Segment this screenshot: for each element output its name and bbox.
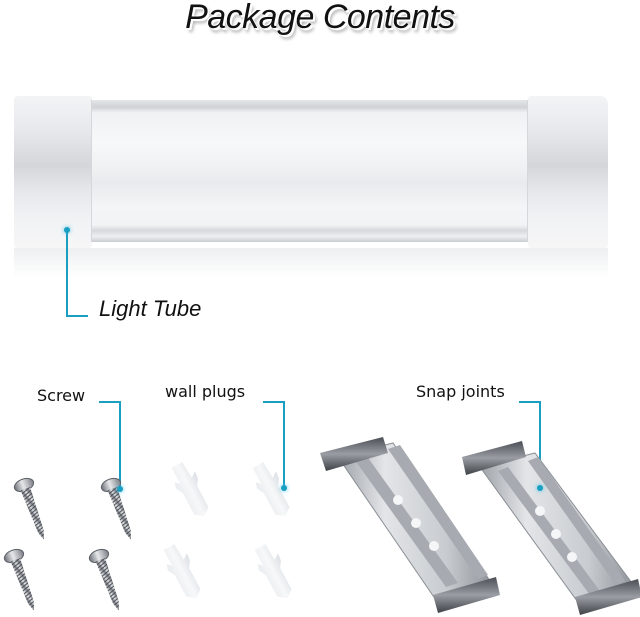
light-tube-label: Light Tube: [99, 296, 202, 321]
snap-joint-icon-group: [320, 437, 640, 615]
page-title: Package Contents: [185, 0, 455, 36]
wall-plug-icon: [252, 462, 290, 517]
wall-plugs-callout-line: [283, 401, 285, 487]
screw-icon: [100, 477, 131, 540]
screw-icon: [88, 548, 119, 610]
light-tube-left-cap: [14, 96, 92, 248]
wall-plug-icon: [171, 462, 209, 517]
snap-joints-callout-line: [539, 401, 541, 487]
snap-joints-label: Snap joints: [416, 382, 505, 401]
screw-callout-line-h: [99, 401, 121, 403]
snap-joints-callout-dot: [537, 485, 543, 491]
snap-joint-icon: [320, 437, 500, 613]
snap-joints-callout-line-h: [519, 401, 541, 403]
screw-callout-dot: [117, 486, 123, 492]
wall-plug-icon: [254, 544, 292, 599]
wall-plug-icon-group: [163, 462, 292, 599]
snap-joint-icon: [462, 441, 640, 615]
wall-plugs-callout-dot: [281, 485, 287, 491]
light-tube-reflection: [14, 248, 608, 278]
light-tube-callout-line: [66, 230, 68, 317]
wall-plug-icon: [163, 544, 201, 599]
light-tube-callout-line-h: [66, 315, 88, 317]
screw-callout-line: [119, 401, 121, 489]
wall-plugs-label: wall plugs: [165, 382, 246, 401]
screw-label: Screw: [37, 386, 86, 405]
screw-icon: [3, 548, 34, 610]
screw-icon: [13, 477, 44, 540]
light-tube-icon: [14, 96, 608, 248]
wall-plugs-callout-line-h: [263, 401, 285, 403]
screw-icon-group: [3, 477, 131, 610]
light-tube-body: [91, 100, 528, 242]
light-tube-right-cap: [528, 96, 608, 248]
